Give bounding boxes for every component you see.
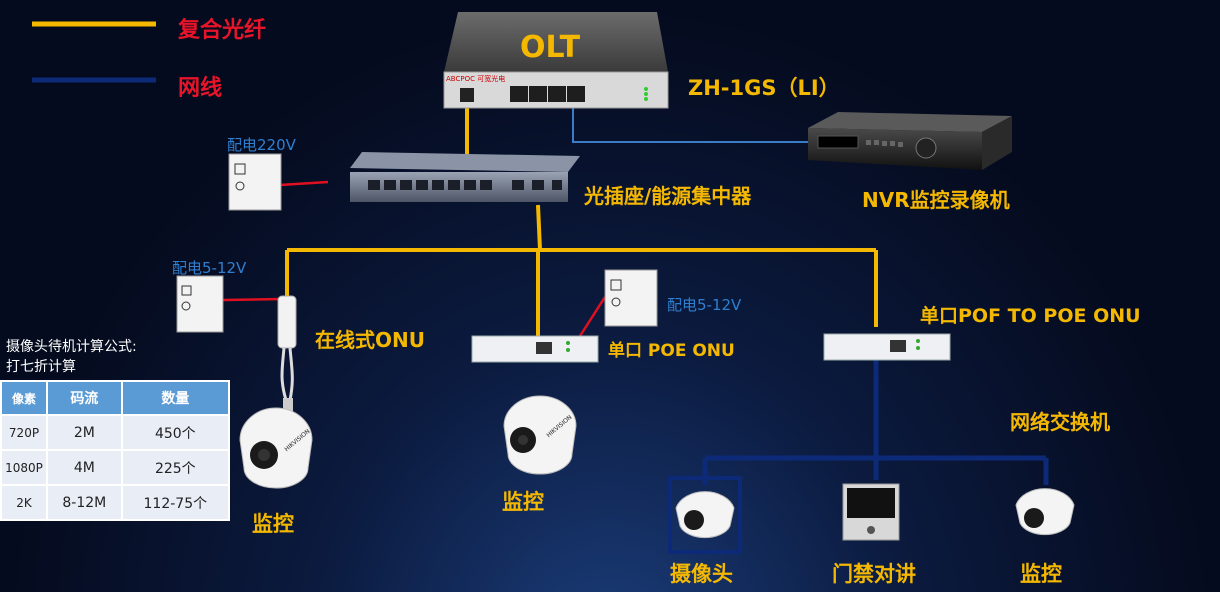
olt-title: OLT	[520, 30, 581, 65]
table-row: 2K 8-12M 112-75个	[2, 486, 228, 519]
power-box-512-left	[176, 275, 224, 333]
calc-cell: 225个	[122, 451, 228, 484]
calc-cell: 2K	[2, 486, 46, 519]
calc-header-count: 数量	[122, 382, 228, 414]
power-512-mid-label: 配电5-12V	[667, 296, 742, 314]
inline-onu-device	[277, 295, 297, 414]
olt-nvr-link	[572, 104, 810, 143]
calc-header-bitrate: 码流	[48, 382, 121, 414]
power-220-label: 配电220V	[227, 136, 296, 154]
single-poe-onu-device	[471, 335, 599, 363]
concentrator-device	[350, 152, 580, 202]
camera-switch	[668, 476, 742, 554]
concentrator-label: 光插座/能源集中器	[584, 184, 752, 208]
calc-cell: 4M	[48, 451, 121, 484]
legend-fiber-label: 复合光纤	[178, 18, 267, 43]
legend-network-label: 网线	[178, 76, 223, 101]
calc-cell: 450个	[122, 416, 228, 449]
monitor-left-label: 监控	[252, 512, 294, 536]
camera-right	[1015, 488, 1075, 536]
calc-header-pixel: 像素	[2, 382, 46, 414]
calc-title: 摄像头待机计算公式:	[6, 339, 137, 355]
table-row: 720P 2M 450个	[2, 416, 228, 449]
door-intercom	[842, 483, 900, 541]
calc-cell: 1080P	[2, 451, 46, 484]
camera-mid	[503, 395, 577, 475]
camera-label: 摄像头	[670, 562, 733, 586]
calc-cell: 720P	[2, 416, 46, 449]
door-intercom-label: 门禁对讲	[832, 562, 916, 586]
calc-cell: 2M	[48, 416, 121, 449]
table-row: 1080P 4M 225个	[2, 451, 228, 484]
single-poe-onu-label: 单口 POE ONU	[608, 341, 735, 361]
calc-header-row: 像素 码流 数量	[2, 382, 228, 414]
olt-device	[443, 12, 669, 109]
switch-label: 网络交换机	[1010, 410, 1110, 434]
calc-cell: 112-75个	[122, 486, 228, 519]
monitor-right-label: 监控	[1020, 562, 1062, 586]
calc-table: 像素 码流 数量 720P 2M 450个 1080P 4M 225个 2K 8…	[0, 380, 230, 521]
olt-brand: ABCPOC 可宽光电	[446, 75, 506, 83]
power-links	[222, 180, 607, 337]
nvr-device	[808, 112, 1012, 170]
pof-poe-onu-label: 单口POF TO POE ONU	[920, 305, 1141, 327]
power-512-left-label: 配电5-12V	[172, 259, 247, 277]
olt-model: ZH-1GS（LI）	[688, 76, 840, 100]
inline-onu-label: 在线式ONU	[315, 328, 425, 352]
power-box-512-mid	[604, 269, 658, 327]
pof-poe-onu-device	[823, 333, 951, 361]
nvr-label: NVR监控录像机	[862, 188, 1010, 212]
calc-cell: 8-12M	[48, 486, 121, 519]
camera-left	[239, 407, 313, 489]
power-box-220	[228, 153, 282, 211]
monitor-mid-label: 监控	[502, 490, 544, 514]
fiber-links	[285, 104, 878, 336]
network-links	[702, 360, 1049, 485]
calc-subtitle: 打七折计算	[6, 359, 76, 375]
